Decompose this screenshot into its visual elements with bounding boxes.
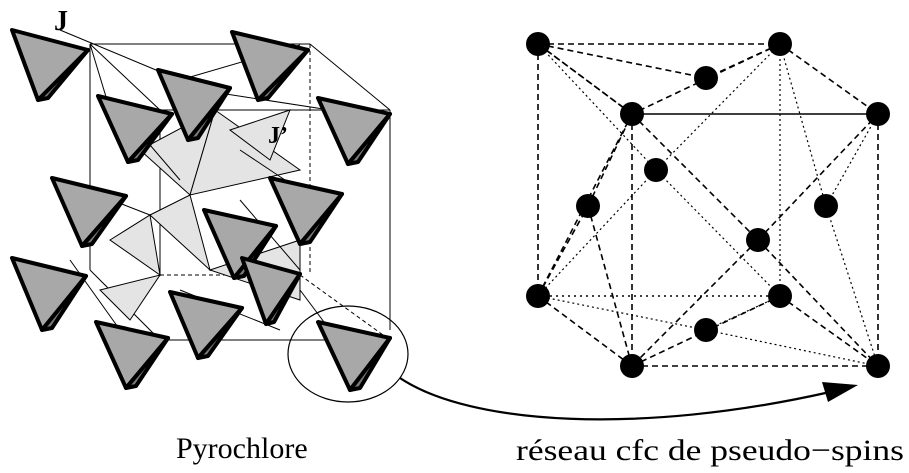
- tetrahedron: [268, 176, 344, 246]
- lattice-node: [644, 158, 668, 182]
- lattice-node: [526, 284, 550, 308]
- lattice-node: [526, 32, 550, 56]
- tetrahedron: [168, 290, 244, 360]
- fcc-lattice: [526, 32, 890, 378]
- tetrahedron: [96, 94, 174, 164]
- lattice-node: [866, 354, 890, 378]
- inner-tetrahedra: [99, 108, 302, 321]
- tetrahedron: [240, 256, 302, 326]
- tetrahedron: [94, 320, 170, 390]
- lattice-node: [814, 194, 838, 218]
- lattice-node: [768, 32, 792, 56]
- pyrochlore-lattice: J J’: [10, 6, 409, 403]
- fcc-nodes: [526, 32, 890, 378]
- tetrahedron: [316, 96, 392, 166]
- mapping-arrow: [399, 377, 858, 421]
- tetrahedron: [10, 256, 88, 332]
- tetrahedron: [316, 320, 392, 392]
- lattice-node: [576, 194, 600, 218]
- highlight-circle: [287, 305, 409, 403]
- tetrahedra: [10, 28, 392, 392]
- lattice-node: [866, 102, 890, 126]
- tetrahedron: [50, 176, 128, 248]
- lattice-node: [620, 354, 644, 378]
- lattice-node: [694, 318, 718, 342]
- label-j-prime: J’: [268, 123, 288, 149]
- caption-fcc-pseudo-spins: réseau cfc de pseudo−spins: [516, 434, 904, 467]
- lattice-node: [620, 102, 644, 126]
- tetrahedron: [202, 208, 278, 280]
- label-j: J: [54, 6, 68, 37]
- lattice-node: [768, 284, 792, 308]
- tetrahedron: [156, 68, 232, 142]
- tetrahedron: [230, 30, 310, 102]
- fcc-edges-dotted: [537, 43, 879, 367]
- lattice-node: [694, 66, 718, 90]
- lattice-node: [746, 228, 770, 252]
- caption-pyrochlore: Pyrochlore: [176, 432, 308, 465]
- tetrahedron: [10, 28, 90, 102]
